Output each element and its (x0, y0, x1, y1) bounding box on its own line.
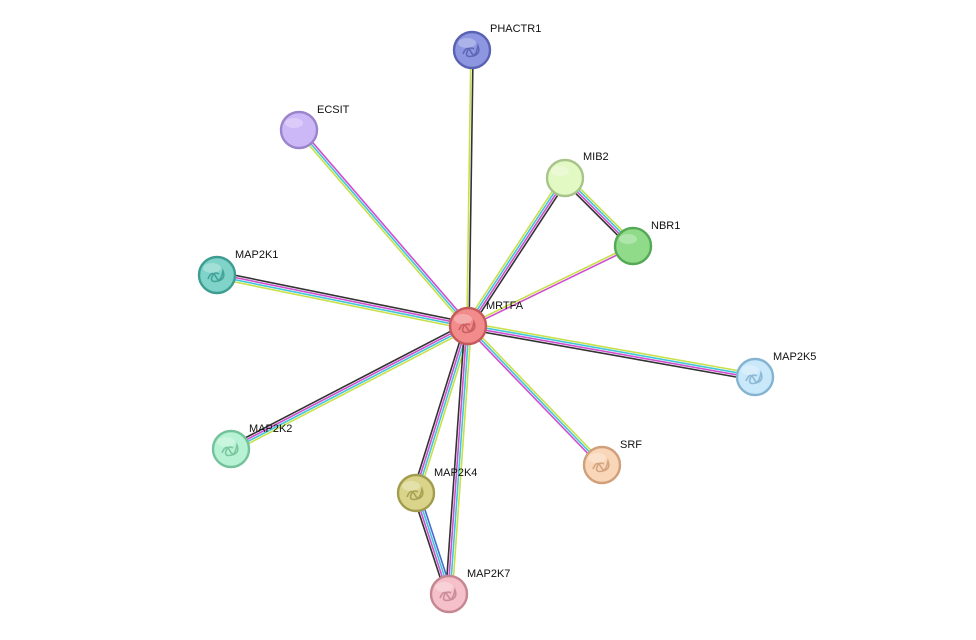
edge-evidence-line (296, 130, 467, 328)
node-circle[interactable] (452, 30, 492, 70)
node-circle[interactable] (211, 429, 251, 469)
node-label: MRTFA (486, 300, 524, 312)
node-highlight (203, 263, 221, 273)
node-circle[interactable] (582, 445, 622, 485)
node-highlight (588, 453, 606, 463)
edge-evidence-line (217, 273, 469, 326)
edge-evidence-line (467, 325, 603, 466)
node-phactr1[interactable]: PHACTR1 (452, 23, 541, 70)
edge-evidence-line (300, 128, 471, 326)
node-label: SRF (620, 439, 642, 451)
node-circle[interactable] (396, 473, 436, 513)
edge-evidence-line (229, 322, 467, 447)
node-label: MAP2K5 (773, 351, 816, 363)
node-circle[interactable] (279, 110, 319, 150)
node-circle[interactable] (197, 255, 237, 295)
node-highlight (217, 437, 235, 447)
node-circle[interactable] (735, 357, 775, 397)
edge-mrtfa-map2k2[interactable] (229, 322, 470, 453)
node-circle[interactable] (429, 574, 469, 614)
node-highlight (619, 234, 637, 244)
node-label: MAP2K1 (235, 249, 278, 261)
node-highlight (454, 314, 472, 324)
edge-evidence-line (467, 326, 755, 379)
node-highlight (551, 166, 569, 176)
edge-evidence-line (416, 326, 470, 494)
node-highlight (458, 38, 476, 48)
edge-evidence-line (467, 244, 633, 326)
node-mib2[interactable]: MIB2 (545, 151, 609, 198)
node-mrtfa[interactable]: MRTFA (448, 300, 524, 346)
edge-mrtfa-map2k5[interactable] (467, 321, 756, 382)
edge-evidence-line (412, 324, 466, 493)
protein-structure-icon (439, 587, 457, 602)
node-label: PHACTR1 (490, 23, 541, 35)
edge-mrtfa-nbr1[interactable] (467, 244, 634, 328)
node-label: MAP2K4 (434, 467, 477, 479)
node-map2k7[interactable]: MAP2K7 (429, 568, 510, 614)
protein-structure-icon (592, 458, 610, 473)
edge-evidence-line (298, 129, 469, 327)
node-circle[interactable] (545, 158, 585, 198)
edge-evidence-line (217, 270, 469, 324)
edge-evidence-line (231, 326, 469, 451)
edge-evidence-line (467, 328, 755, 382)
node-highlight (741, 365, 759, 375)
edge-evidence-line (468, 324, 756, 377)
node-map2k1[interactable]: MAP2K1 (197, 249, 278, 295)
node-map2k2[interactable]: MAP2K2 (211, 423, 292, 469)
node-map2k4[interactable]: MAP2K4 (396, 467, 477, 513)
node-ecsit[interactable]: ECSIT (279, 104, 350, 150)
edge-mrtfa-srf[interactable] (465, 323, 605, 468)
protein-structure-icon (221, 442, 239, 457)
protein-structure-icon (458, 319, 476, 334)
edge-evidence-line (232, 328, 470, 453)
edge-evidence-line (451, 326, 473, 595)
node-label: NBR1 (651, 220, 680, 232)
edge-evidence-line (468, 321, 756, 375)
edge-mrtfa-ecsit[interactable] (296, 128, 471, 328)
node-circle[interactable] (613, 226, 653, 266)
node-label: MAP2K2 (249, 423, 292, 435)
protein-structure-icon (406, 486, 424, 501)
node-label: ECSIT (317, 104, 350, 116)
node-highlight (285, 118, 303, 128)
edge-evidence-line (216, 275, 468, 328)
edge-mrtfa-phactr1[interactable] (466, 49, 474, 327)
edge-evidence-line (469, 323, 605, 465)
edge-evidence-line (414, 325, 468, 493)
edge-evidence-line (466, 49, 472, 326)
node-circle[interactable] (448, 306, 488, 346)
edge-evidence-line (449, 326, 470, 595)
edge-mrtfa-map2k7[interactable] (444, 325, 473, 595)
node-label: MIB2 (583, 151, 609, 163)
protein-structure-icon (745, 370, 763, 385)
node-highlight (435, 582, 453, 592)
edge-evidence-line (468, 50, 474, 327)
edge-evidence-line (466, 176, 565, 326)
protein-structure-icon (207, 268, 225, 283)
node-srf[interactable]: SRF (582, 439, 642, 485)
edge-evidence-line (468, 178, 567, 328)
edge-evidence-line (464, 175, 563, 325)
edge-evidence-line (230, 324, 468, 449)
node-label: MAP2K7 (467, 568, 510, 580)
edge-evidence-line (444, 325, 466, 594)
edge-evidence-line (468, 246, 634, 328)
edge-mrtfa-map2k1[interactable] (216, 270, 469, 331)
edge-evidence-line (447, 325, 468, 594)
node-nbr1[interactable]: NBR1 (613, 220, 680, 266)
node-map2k5[interactable]: MAP2K5 (735, 351, 816, 397)
protein-structure-icon (462, 43, 480, 58)
edge-evidence-line (465, 326, 601, 468)
edge-mrtfa-mib2[interactable] (464, 175, 569, 329)
edge-evidence-line (216, 277, 468, 331)
edge-evidence-line (470, 179, 569, 329)
node-highlight (402, 481, 420, 491)
